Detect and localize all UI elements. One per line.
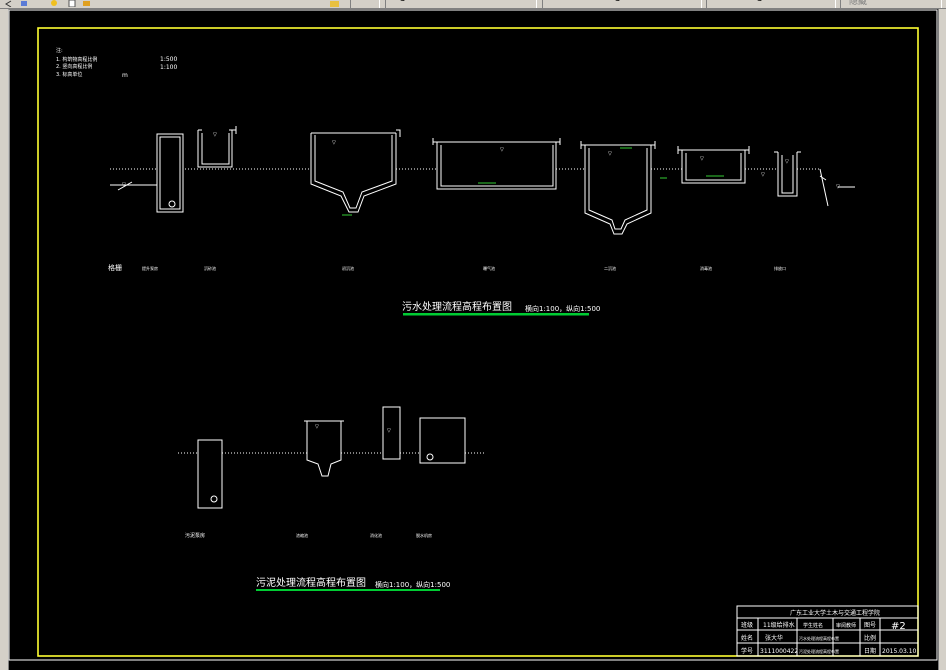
- legend-item-2-ratio: 1:100: [160, 64, 177, 71]
- label-primary: 初沉池: [342, 265, 354, 271]
- legend-heading: 注:: [56, 47, 63, 54]
- tb-row2-col3: 污水处理流程高程布置: [799, 635, 839, 641]
- svg-text:▽: ▽: [785, 159, 789, 165]
- label-outfall: 排放口: [774, 265, 786, 271]
- tb-row3-label2: 日期: [864, 647, 876, 655]
- svg-text:▽: ▽: [700, 156, 704, 162]
- label-digester: 消化池: [370, 532, 382, 538]
- tb-date: 2015.03.10: [882, 648, 917, 655]
- sludge-pump-house: [197, 439, 223, 509]
- layer-dropdown[interactable]: [350, 0, 380, 8]
- thickener: [306, 421, 342, 477]
- legend-item-1-ratio: 1:500: [160, 56, 177, 63]
- color-dropdown-label: 3: [400, 0, 406, 4]
- cad-top-toolbar: 3 3 3 隐藏: [0, 0, 946, 9]
- legend-item-3: 3. 标高单位: [56, 71, 82, 78]
- title-block: 广东工业大学土木与交通工程学院 班级 11级给排水 学生姓名 审阅教师 图号 #…: [736, 605, 919, 657]
- linetype-dropdown-label: 3: [615, 0, 621, 4]
- linetype-dropdown[interactable]: 3: [542, 0, 702, 8]
- label-thickener: 浓缩池: [296, 532, 308, 538]
- label-sludge-pump: 污泥泵房: [185, 532, 205, 539]
- tb-row1-col4: 审阅教师: [836, 622, 856, 629]
- sludge-profile-title: 污泥处理流程高程布置图: [256, 576, 366, 589]
- tb-drawing-number: #2: [891, 621, 906, 632]
- tb-row1-value: 11级给排水: [763, 621, 795, 629]
- layer-icon[interactable]: [82, 0, 91, 7]
- disinfection-tank: [681, 150, 746, 184]
- lineweight-dropdown-label: 3: [757, 0, 763, 4]
- tb-row2-value: 张大华: [765, 634, 783, 642]
- tb-row1-label2: 图号: [864, 622, 876, 629]
- legend-item-2: 2. 竖向高程比例: [56, 63, 92, 70]
- label-aeration: 曝气池: [483, 265, 495, 271]
- svg-text:▽: ▽: [500, 147, 504, 153]
- lineweight-dropdown[interactable]: 3: [706, 0, 836, 8]
- sludge-profile-scale: 横向1:100，纵向1:500: [375, 580, 450, 589]
- zoom-icon[interactable]: [50, 0, 59, 7]
- primary-tank: [436, 142, 557, 190]
- lift-chamber: [197, 130, 233, 168]
- water-profile-scale: 横向1:100，纵向1:500: [525, 304, 600, 313]
- svg-text:▽: ▽: [332, 140, 336, 146]
- water-profile-title-underline: [403, 313, 589, 316]
- outer-sheet-border: [8, 9, 938, 661]
- page-icon[interactable]: [68, 0, 77, 7]
- tb-row3-col3: 污泥处理流程高程布置: [799, 648, 839, 654]
- label-dewatering: 脱水机房: [416, 532, 432, 538]
- tb-row2-label2: 比例: [864, 634, 876, 642]
- tb-row2-label: 姓名: [741, 634, 753, 642]
- label-lift-pump: 提升泵房: [142, 265, 158, 271]
- screen-well: [156, 133, 184, 213]
- svg-text:▽: ▽: [608, 151, 612, 157]
- color-dropdown[interactable]: 3: [385, 0, 537, 8]
- legend-item-1: 1. 构筑物高程比例: [56, 56, 97, 63]
- plotstyle-dropdown[interactable]: 隐藏: [840, 0, 942, 8]
- inflow-pipe: [110, 181, 157, 191]
- label-screen: 格栅: [108, 263, 122, 272]
- layer-state-icon[interactable]: [330, 0, 339, 7]
- drawing-frame: [37, 27, 919, 657]
- grit-tank: [310, 133, 397, 213]
- svg-text:▽: ▽: [836, 184, 840, 190]
- legend-notes: 注: 1. 构筑物高程比例 1:500 2. 竖向高程比例 1:100 3. 标…: [56, 47, 177, 79]
- svg-text:▽: ▽: [122, 182, 126, 188]
- tb-row1-label: 班级: [741, 621, 753, 629]
- label-grit: 沉砂池: [204, 265, 216, 271]
- sludge-profile-drawing: ▽ ▽: [178, 406, 486, 509]
- tb-row3-label: 学号: [741, 647, 753, 655]
- tb-student-id: 3111000422: [760, 648, 798, 655]
- svg-text:▽: ▽: [213, 132, 217, 138]
- right-window-border: [938, 9, 946, 670]
- back-arrow-icon[interactable]: [4, 0, 13, 7]
- legend-item-3-ratio: m: [122, 72, 128, 79]
- svg-text:▽: ▽: [315, 424, 319, 430]
- water-profile-labels: 格栅 提升泵房 沉砂池 初沉池 曝气池 二沉池 消毒池 排放口: [108, 263, 786, 272]
- label-disinfection: 消毒池: [700, 265, 712, 271]
- plotstyle-dropdown-label: 隐藏: [849, 0, 868, 7]
- title-block-school: 广东工业大学土木与交通工程学院: [790, 609, 880, 617]
- water-profile-title: 污水处理流程高程布置图: [402, 300, 512, 313]
- water-profile-drawing: ▽ ▽ ▽ ▽ ▽ ▽ ▽ ▽: [110, 126, 855, 235]
- sludge-profile-labels: 污泥泵房 浓缩池 消化池 脱水机房: [185, 532, 432, 539]
- dewatering-house: [419, 417, 466, 464]
- svg-text:▽: ▽: [761, 172, 765, 178]
- sludge-profile-title-underline: [256, 589, 440, 591]
- tb-row1-col3: 学生姓名: [803, 622, 823, 629]
- digester: [382, 406, 401, 460]
- label-secondary: 二沉池: [604, 265, 616, 271]
- svg-text:▽: ▽: [387, 428, 391, 434]
- aeration-tank: [584, 145, 652, 235]
- pan-icon[interactable]: [20, 0, 29, 7]
- outfall-well: [777, 152, 798, 197]
